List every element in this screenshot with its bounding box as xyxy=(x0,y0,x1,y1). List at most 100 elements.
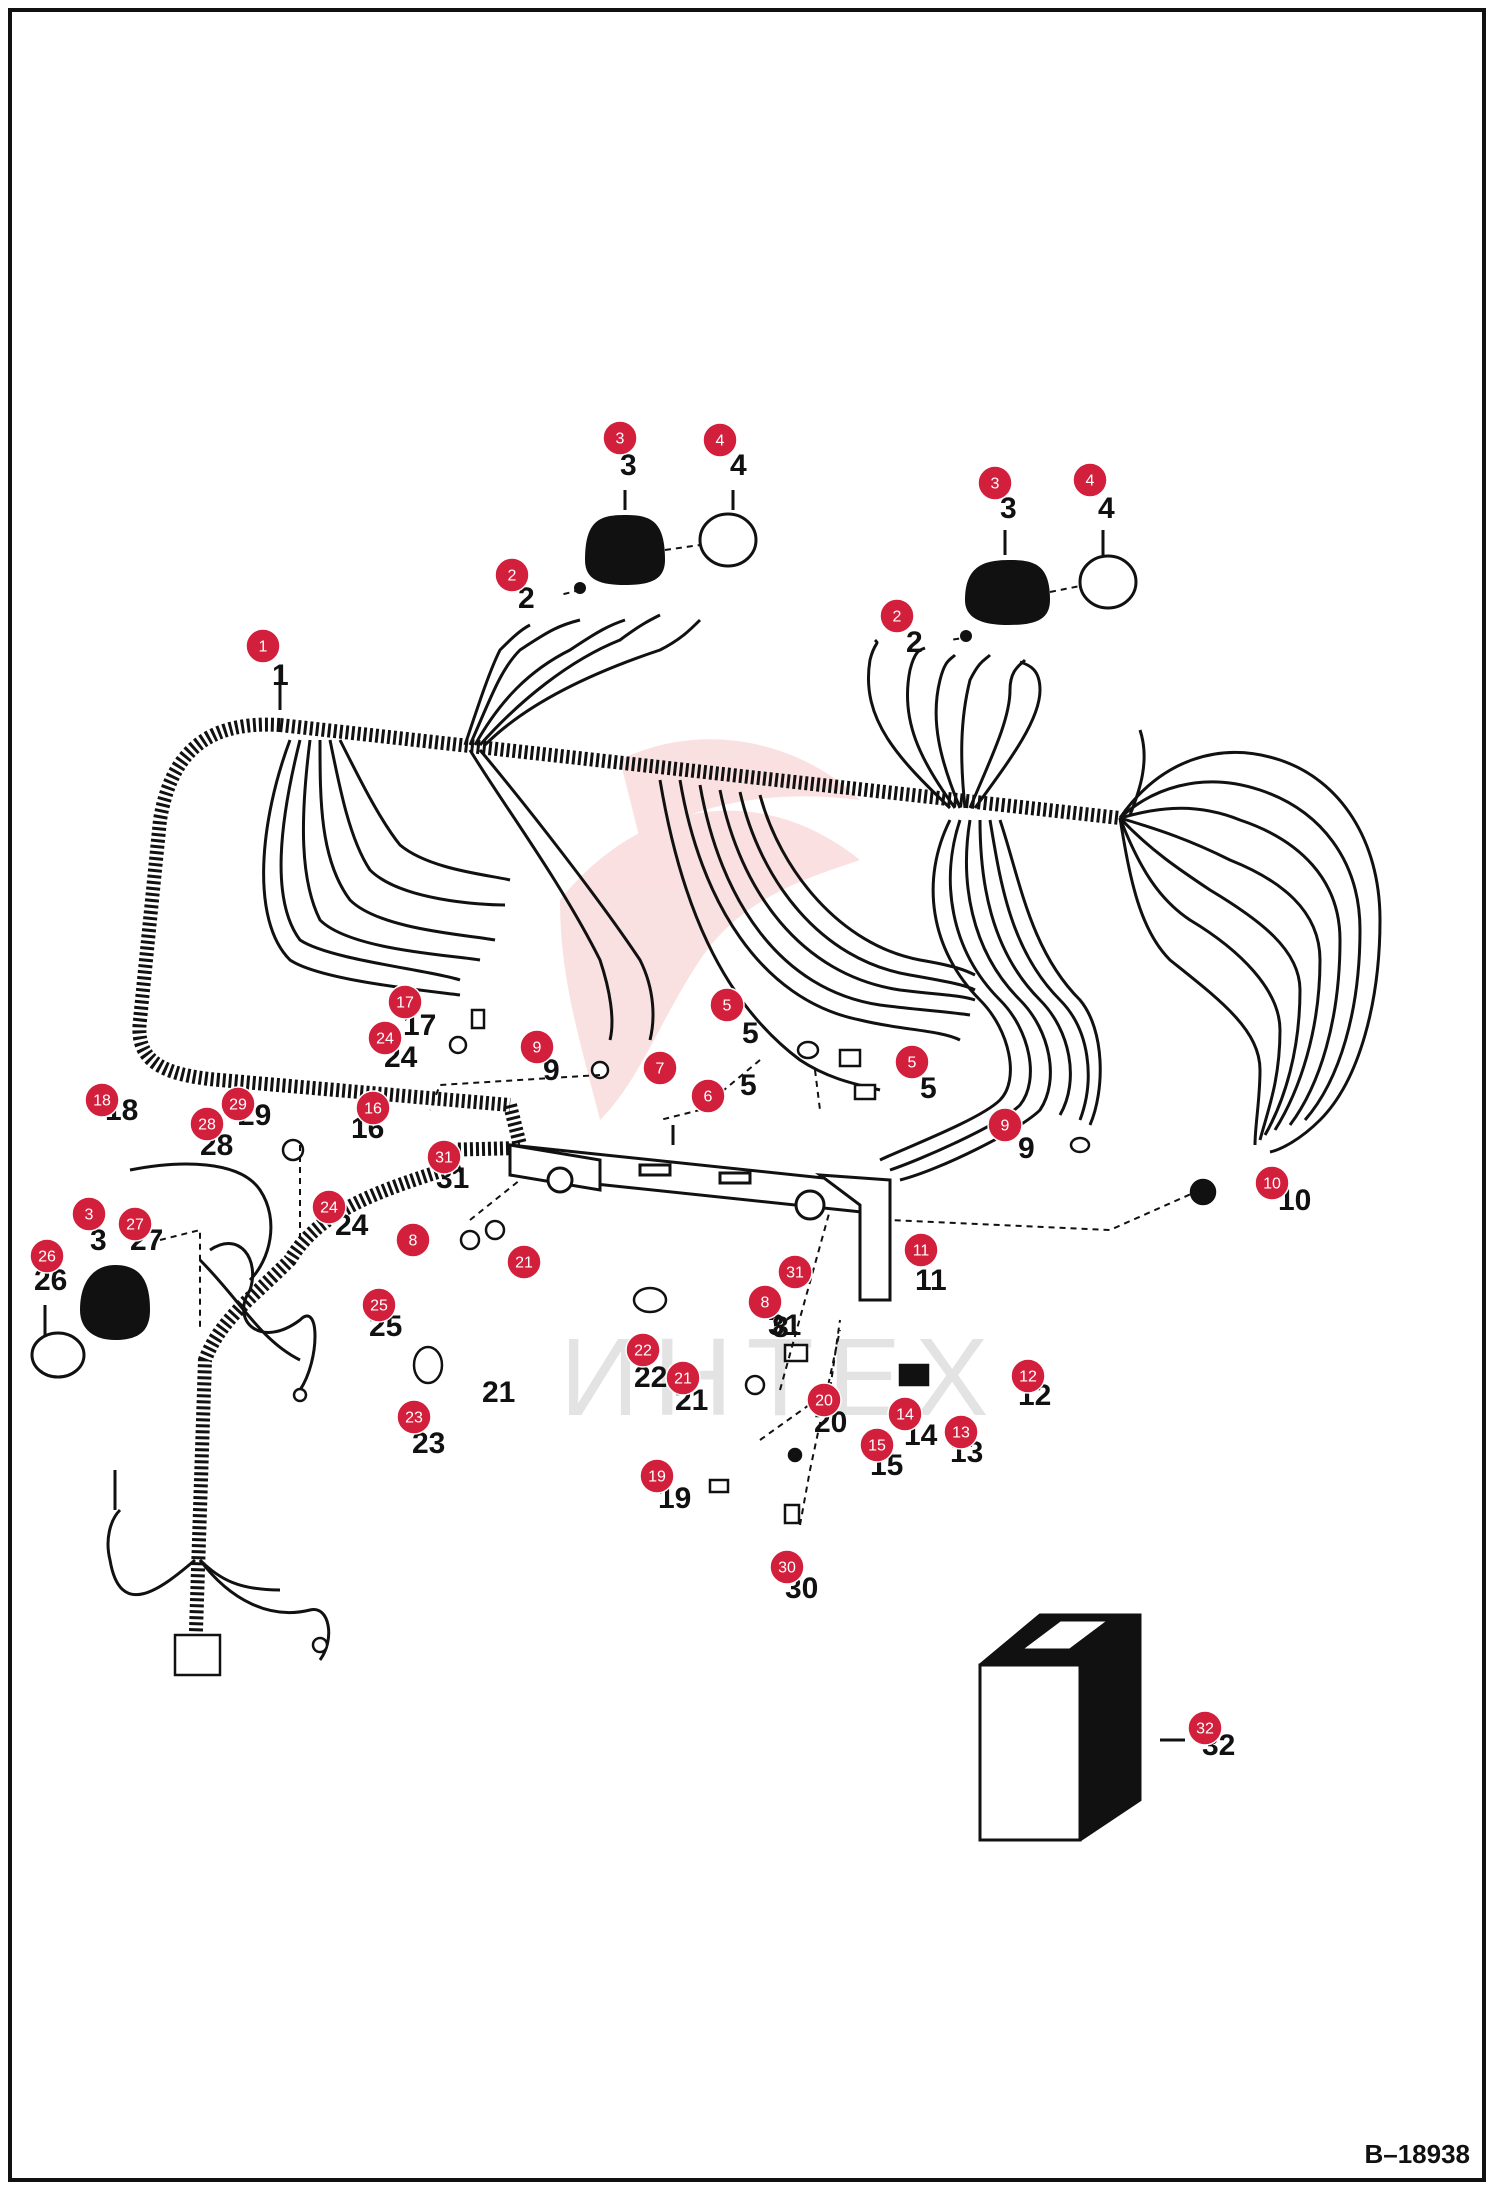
badge-number: 5 xyxy=(908,1055,917,1072)
callout-badge[interactable]: 20 xyxy=(806,1382,842,1418)
part-number-label: 9 xyxy=(1018,1132,1035,1165)
badge-circle xyxy=(702,422,738,458)
callout-badge[interactable]: 2 xyxy=(879,598,915,634)
badge-number: 32 xyxy=(1196,1721,1214,1738)
callout-badge[interactable]: 4 xyxy=(1072,462,1108,498)
callout-badge[interactable]: 18 xyxy=(84,1082,120,1118)
part-number-label: 4 xyxy=(1098,492,1115,525)
badge-number: 17 xyxy=(396,995,414,1012)
badge-number: 20 xyxy=(815,1393,833,1410)
callout-badge[interactable]: 31 xyxy=(777,1254,813,1290)
callout-badge[interactable]: 25 xyxy=(361,1287,397,1323)
part-number-label: 21 xyxy=(482,1376,515,1409)
part-number-label: 5 xyxy=(742,1017,759,1050)
hardware-parts xyxy=(173,1008,1217,1677)
callout-badge[interactable]: 24 xyxy=(367,1020,403,1056)
callout-badge[interactable]: 8 xyxy=(395,1222,431,1258)
badge-number: 26 xyxy=(38,1249,56,1266)
callout-badge[interactable]: 21 xyxy=(665,1360,701,1396)
badge-number: 3 xyxy=(616,431,625,448)
callout-badge[interactable]: 16 xyxy=(355,1090,391,1126)
badge-number: 15 xyxy=(868,1438,886,1455)
badge-circle xyxy=(769,1549,805,1585)
badge-circle xyxy=(245,628,281,664)
callout-badge[interactable]: 28 xyxy=(189,1106,225,1142)
part-number-label: 3 xyxy=(620,449,637,482)
badge-number: 9 xyxy=(1001,1118,1010,1135)
badge-circle xyxy=(1072,462,1108,498)
badge-number: 4 xyxy=(716,433,725,450)
callout-badge[interactable]: 6 xyxy=(690,1078,726,1114)
callout-badge[interactable]: 21 xyxy=(506,1244,542,1280)
callout-badge[interactable]: 4 xyxy=(702,422,738,458)
badge-number: 19 xyxy=(648,1469,666,1486)
badge-circle xyxy=(189,1106,225,1142)
badge-number: 27 xyxy=(126,1217,144,1234)
wire-bundles xyxy=(106,613,1382,1661)
callout-badge[interactable]: 10 xyxy=(1254,1165,1290,1201)
badge-circle xyxy=(806,1382,842,1418)
callout-badge[interactable]: 7 xyxy=(642,1050,678,1086)
callout-badge[interactable]: 22 xyxy=(625,1332,661,1368)
callout-badge[interactable]: 29 xyxy=(220,1086,256,1122)
callout-badge[interactable]: 9 xyxy=(987,1107,1023,1143)
callout-badge[interactable]: 12 xyxy=(1010,1358,1046,1394)
callout-badge[interactable]: 24 xyxy=(311,1189,347,1225)
badge-circle xyxy=(117,1206,153,1242)
badge-number: 28 xyxy=(198,1117,216,1134)
badge-circle xyxy=(387,984,423,1020)
badge-number: 7 xyxy=(656,1061,665,1078)
badge-circle xyxy=(84,1082,120,1118)
callout-badge[interactable]: 19 xyxy=(639,1458,675,1494)
part-number-label: 4 xyxy=(730,449,747,482)
badge-circle xyxy=(747,1284,783,1320)
badge-circle xyxy=(361,1287,397,1323)
badge-number: 8 xyxy=(761,1295,770,1312)
badge-number: 31 xyxy=(435,1150,453,1167)
callout-badge[interactable]: 3 xyxy=(71,1196,107,1232)
watermark-logo xyxy=(560,739,860,1120)
badge-number: 2 xyxy=(508,568,517,585)
badge-circle xyxy=(494,557,530,593)
callout-badge[interactable]: 17 xyxy=(387,984,423,1020)
callout-badge[interactable]: 14 xyxy=(887,1396,923,1432)
callout-badge[interactable]: 9 xyxy=(519,1029,555,1065)
badge-circle xyxy=(396,1399,432,1435)
badge-circle xyxy=(665,1360,701,1396)
badge-circle xyxy=(777,1254,813,1290)
callout-badge[interactable]: 3 xyxy=(602,420,638,456)
callout-badge[interactable]: 26 xyxy=(29,1238,65,1274)
mounting-bracket xyxy=(508,1143,892,1302)
callout-badge[interactable]: 13 xyxy=(943,1414,979,1450)
right-headlamp xyxy=(960,554,1138,642)
badge-circle xyxy=(367,1020,403,1056)
badge-number: 10 xyxy=(1263,1176,1281,1193)
callout-badges: 1223334455678899101112131415161718192021… xyxy=(29,420,1290,1746)
callout-badge[interactable]: 23 xyxy=(396,1399,432,1435)
callout-badge[interactable]: 31 xyxy=(426,1139,462,1175)
callout-badge[interactable]: 1 xyxy=(245,628,281,664)
part-number-label: 11 xyxy=(915,1264,947,1297)
callout-badge[interactable]: 30 xyxy=(769,1549,805,1585)
badge-number: 23 xyxy=(405,1410,423,1427)
badge-number: 1 xyxy=(259,639,268,656)
callout-badge[interactable]: 32 xyxy=(1187,1710,1223,1746)
callout-badge[interactable]: 3 xyxy=(977,465,1013,501)
badge-circle xyxy=(1254,1165,1290,1201)
callout-badge[interactable]: 5 xyxy=(709,987,745,1023)
callout-badge[interactable]: 8 xyxy=(747,1284,783,1320)
badge-number: 13 xyxy=(952,1425,970,1442)
badge-circle xyxy=(977,465,1013,501)
badge-number: 11 xyxy=(913,1243,930,1260)
callout-badge[interactable]: 11 xyxy=(903,1232,939,1268)
left-headlamp xyxy=(574,512,758,594)
badge-circle xyxy=(639,1458,675,1494)
callout-badge[interactable]: 5 xyxy=(894,1044,930,1080)
drawing-number: B–18938 xyxy=(1364,2139,1470,2169)
callout-badge[interactable]: 2 xyxy=(494,557,530,593)
badge-number: 9 xyxy=(533,1040,542,1057)
callout-badge[interactable]: 15 xyxy=(859,1427,895,1463)
callout-badge[interactable]: 27 xyxy=(117,1206,153,1242)
part-number-label: 5 xyxy=(920,1072,937,1105)
